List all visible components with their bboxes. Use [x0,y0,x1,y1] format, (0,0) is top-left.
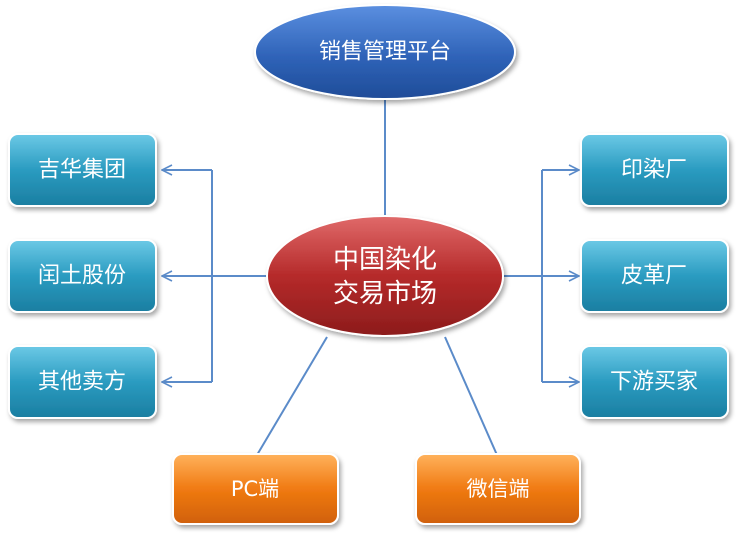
left-node-2-shape [8,239,157,313]
bottom-node-2-label: 微信端 [467,477,530,501]
left-node-2-label: 闰土股份 [38,264,126,289]
bottom-node-2: 微信端 [415,453,581,525]
left-node-1-label: 吉华集团 [38,158,126,183]
left-node-1: 吉华集团 [8,133,157,207]
right-node-2-label: 皮革厂 [621,264,687,289]
connector-bottom-right [444,336,498,456]
bottom-node-2-shape [415,453,581,525]
right-node-3: 下游买家 [580,345,729,419]
bottom-node-1-shape [172,453,339,525]
top-node: 销售管理平台 [254,4,516,100]
right-node-1: 印染厂 [580,133,729,207]
right-node-2: 皮革厂 [580,239,729,313]
bottom-node-1-label: PC端 [231,477,279,501]
right-node-2-shape [580,239,729,313]
center-node-label-line2: 交易市场 [333,279,437,309]
left-node-2: 闰土股份 [8,239,157,313]
right-node-3-label: 下游买家 [610,370,698,395]
right-node-1-label: 印染厂 [621,158,687,183]
center-node-shape [266,215,504,337]
center-node: 中国染化 交易市场 [266,215,504,337]
top-node-label: 销售管理平台 [319,40,451,65]
left-node-3-shape [8,345,157,419]
connectors [162,98,579,456]
top-node-shape [254,4,516,100]
bottom-node-1: PC端 [172,453,339,525]
center-node-label-line1: 中国染化 [333,245,437,275]
right-node-3-shape [580,345,729,419]
left-node-3-label: 其他卖方 [38,370,126,395]
right-node-1-shape [580,133,729,207]
connector-bottom-left [256,336,328,456]
left-node-3: 其他卖方 [8,345,157,419]
left-node-1-shape [8,133,157,207]
